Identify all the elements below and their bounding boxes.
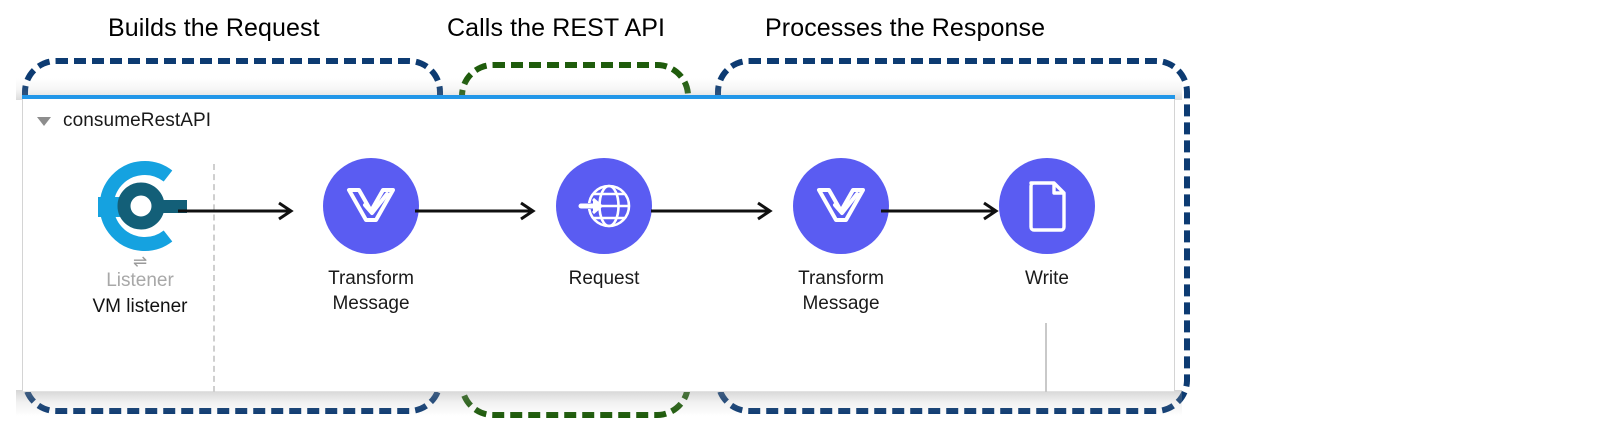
connector-arrow-3 [651, 201, 777, 221]
flow-canvas[interactable]: consumeRestAPI ⇌ Listener [22, 95, 1175, 392]
write-icon-wrap [967, 156, 1127, 256]
write-drop-line [1045, 323, 1047, 392]
vm-listener-type-label: Listener [106, 270, 174, 291]
vm-listener-icon-wrap [60, 156, 220, 256]
connector-arrow-1 [178, 201, 298, 221]
flow-name-label: consumeRestAPI [63, 110, 212, 131]
vm-listener-icon [98, 161, 187, 251]
transform-message-icon-wrap-2 [761, 156, 921, 256]
write-label: Write [1025, 268, 1069, 289]
flow-header[interactable]: consumeRestAPI [37, 110, 211, 132]
write-document-icon [999, 158, 1095, 254]
vm-listener-name-label: VM listener [92, 296, 188, 317]
group-label-processes-the-response: Processes the Response [765, 14, 1046, 42]
transform-message-icon-wrap-1 [291, 156, 451, 256]
transform-message-label-line1-2: Transform [798, 268, 884, 289]
transform-message-icon [793, 158, 889, 254]
flow-node-transform-message-1[interactable]: Transform Message [291, 156, 451, 316]
transform-message-label-line2-1: Message [332, 293, 410, 314]
group-label-builds-the-request: Builds the Request [108, 14, 320, 42]
group-label-calls-the-rest-api: Calls the REST API [447, 14, 666, 42]
flow-node-write[interactable]: Write [967, 156, 1127, 291]
flow-source-divider [213, 164, 215, 392]
request-label: Request [568, 268, 640, 289]
transform-message-icon [323, 158, 419, 254]
http-request-globe-icon [556, 158, 652, 254]
transform-message-label-line2-2: Message [802, 293, 880, 314]
transform-message-label-line1-1: Transform [328, 268, 414, 289]
connector-arrow-4 [881, 201, 1003, 221]
flow-node-vm-listener[interactable]: ⇌ Listener VM listener [60, 156, 220, 320]
request-icon-wrap [524, 156, 684, 256]
canvas-shadow-bottom [16, 390, 1182, 416]
exchange-arrows-icon: ⇌ [132, 252, 148, 271]
flow-node-transform-message-2[interactable]: Transform Message [761, 156, 921, 316]
flow-node-request[interactable]: Request [524, 156, 684, 291]
triangle-down-icon[interactable] [37, 116, 51, 126]
connector-arrow-2 [415, 201, 540, 221]
